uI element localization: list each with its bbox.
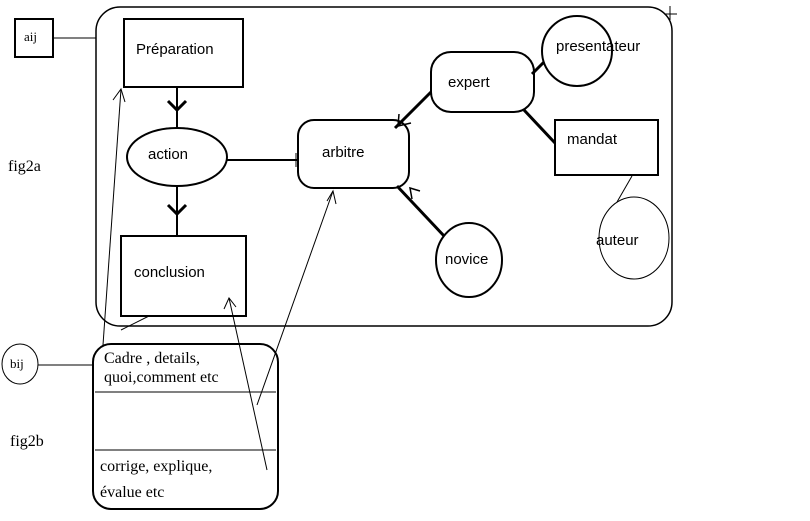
node-conclusion-label: conclusion (134, 264, 205, 281)
node-presentateur-label: presentateur (556, 38, 640, 55)
node-preparation (123, 18, 244, 88)
edge-expert-mandat (522, 108, 557, 145)
node-mandat-label: mandat (567, 131, 618, 148)
arrowhead (397, 113, 412, 127)
fig2b-table (92, 343, 279, 510)
fig2a-label: fig2a (8, 158, 41, 175)
mapping-line-fig2b-conclusion (120, 315, 150, 331)
fig2b-row1-line1: Cadre , details, (104, 350, 200, 367)
node-novice-label: novice (445, 251, 488, 268)
fig2b-label: fig2b (10, 433, 44, 450)
arrowhead (166, 99, 188, 113)
node-mandat (554, 119, 659, 176)
fig2b-row1-line2: quoi,comment etc (104, 369, 219, 386)
node-arbitre (297, 119, 410, 189)
fig2b-row3-line1: corrige, explique, (100, 458, 212, 475)
mapping-line-row3-conclusion (228, 297, 268, 471)
mapping-line-row1-preparation (102, 88, 122, 346)
node-auteur-label: auteur (596, 232, 639, 249)
node-novice (435, 222, 503, 298)
fig2b-row3-line2: évalue etc (100, 484, 164, 501)
bij-circle (1, 343, 39, 385)
aij-label: aij (24, 29, 37, 44)
arrowhead (326, 189, 337, 205)
edge-expert-arbitre (393, 90, 433, 130)
fig2a-container (95, 6, 673, 327)
node-arbitre-label: arbitre (322, 144, 365, 161)
arrowhead (223, 297, 237, 310)
node-auteur (598, 196, 670, 280)
edge-mandat-auteur (616, 175, 633, 203)
node-conclusion (120, 235, 247, 317)
edge-arbitre-novice (395, 184, 447, 239)
node-expert-label: expert (448, 74, 491, 91)
bij-label: bij (10, 356, 24, 371)
node-preparation-label: Préparation (136, 41, 214, 58)
arrowhead (166, 203, 188, 217)
arrowhead (409, 186, 421, 200)
mapping-line-row1-arbitre (256, 190, 334, 406)
node-presentateur (541, 15, 613, 87)
arrowhead (112, 87, 126, 103)
node-action-label: action (148, 146, 188, 163)
node-expert (430, 51, 535, 113)
